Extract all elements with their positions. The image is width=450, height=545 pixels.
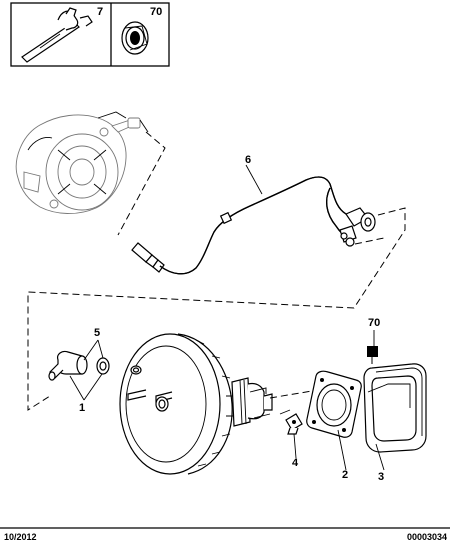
alignment-line-pump <box>117 131 166 236</box>
seal-ring-drawing <box>121 21 149 55</box>
nut-drawing <box>96 357 110 375</box>
cable-clip-drawing <box>21 7 93 63</box>
leader-gasket <box>337 429 347 471</box>
callout-bolt: 4 <box>292 457 299 469</box>
callout-gasket: 2 <box>342 469 348 481</box>
alignment-line-fitting <box>354 237 385 245</box>
bolt-drawing <box>279 409 303 435</box>
leader-pipe <box>245 164 263 195</box>
rubber-seal-drawing <box>363 363 427 453</box>
inset-frame <box>10 2 170 67</box>
callout-kit: 70 <box>368 317 380 329</box>
vacuum-pipe-drawing <box>131 176 376 275</box>
leader-connector <box>69 373 103 401</box>
vacuum-pump-drawing <box>15 111 149 214</box>
kit-marker-square <box>367 346 378 357</box>
callout-seal: 3 <box>378 471 384 483</box>
inset-label-seal: 70 <box>150 6 162 18</box>
leader-nut <box>83 339 104 361</box>
gasket-drawing <box>306 370 362 438</box>
callout-connector: 1 <box>79 402 85 414</box>
leader-bolt <box>293 433 297 459</box>
footer-reference: 00003034 <box>407 532 447 542</box>
alignment-line-booster <box>27 207 406 411</box>
callout-pipe: 6 <box>245 154 251 166</box>
callout-nut: 5 <box>94 327 100 339</box>
brake-booster-drawing <box>119 333 273 475</box>
footer-date: 10/2012 <box>4 532 37 542</box>
inset-panel: 7 70 <box>10 2 170 67</box>
inset-label-clip: 7 <box>97 6 103 18</box>
leader-seal <box>375 443 385 471</box>
connector-elbow-drawing <box>48 350 88 381</box>
